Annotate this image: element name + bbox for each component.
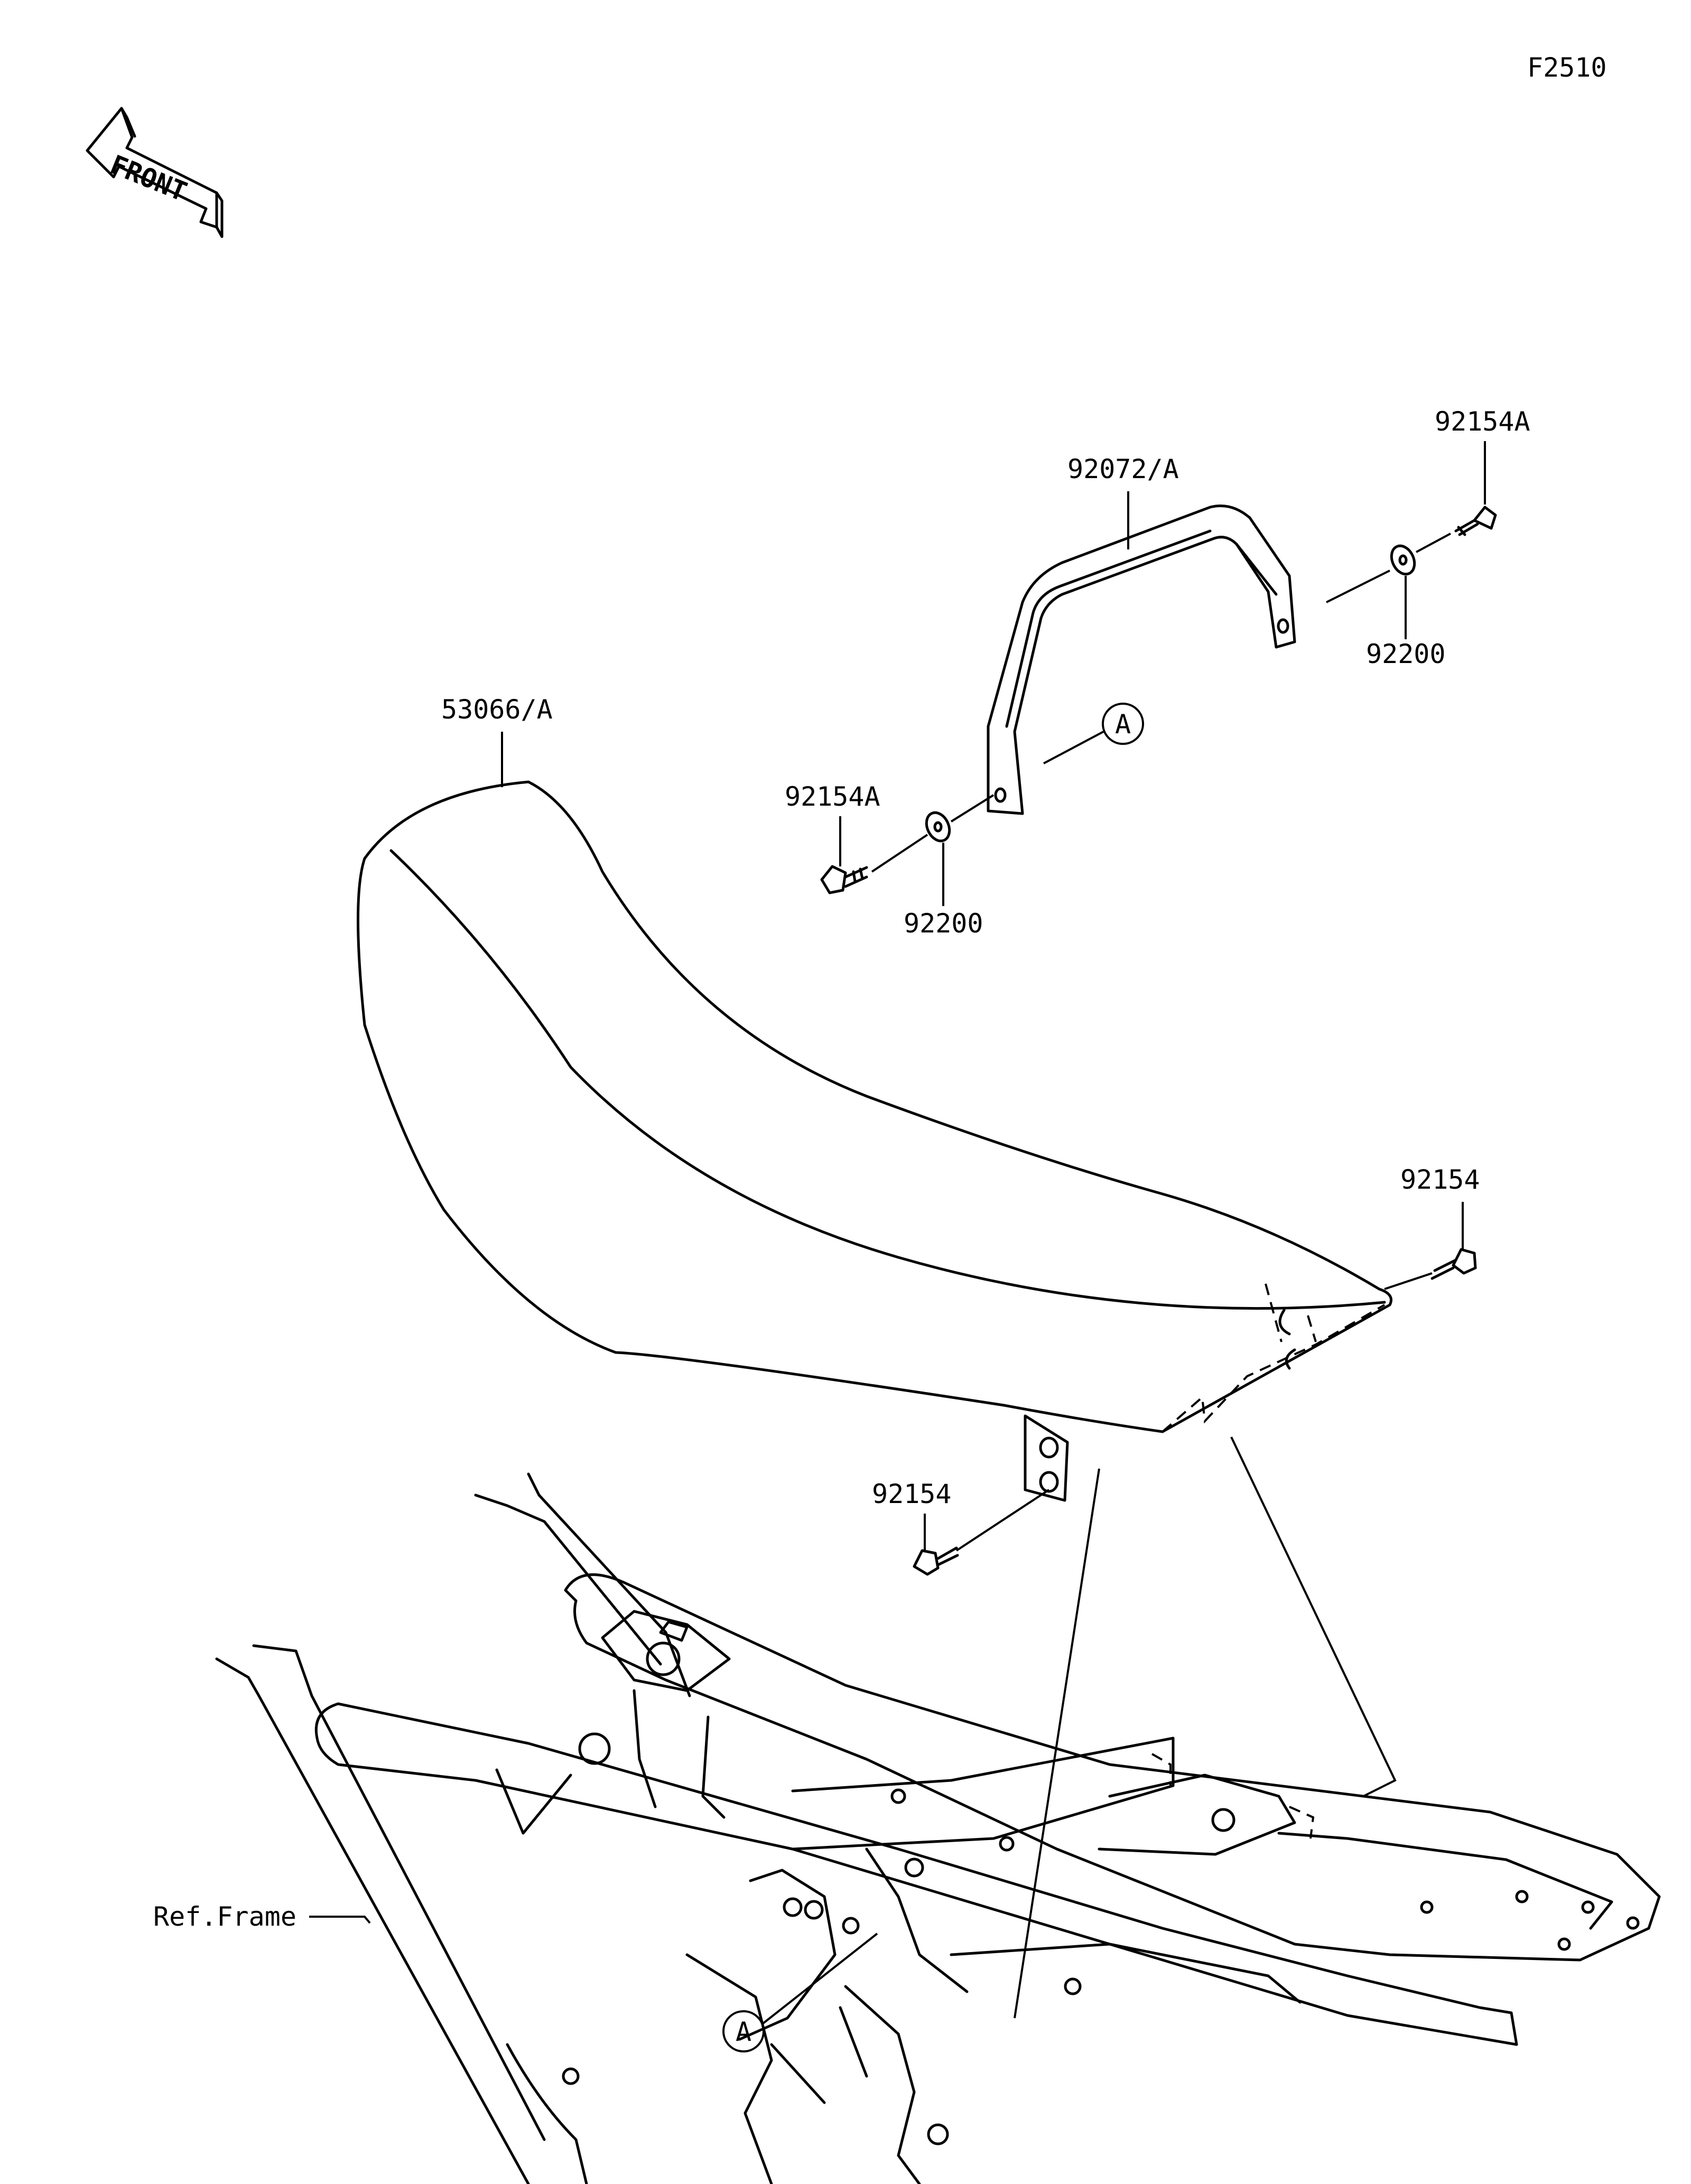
callout-grab-bar: 92072/A bbox=[1067, 454, 1179, 549]
callout-bolt-upper-right: 92154A bbox=[1435, 406, 1530, 505]
callout-frame-reference-label: Ref.Frame bbox=[153, 1901, 296, 1932]
callout-bolt-seat-bracket: 92154 bbox=[872, 1479, 952, 1551]
callout-seat-label: 53066/A bbox=[441, 694, 553, 725]
washer-upper-right bbox=[1390, 544, 1416, 576]
callout-washer-upper-right-label: 92200 bbox=[1366, 639, 1446, 669]
callout-washer-upper-right: 92200 bbox=[1366, 576, 1446, 669]
washer-left bbox=[925, 811, 951, 843]
callout-washer-left: 92200 bbox=[904, 843, 983, 939]
callout-grab-bar-label: 92072/A bbox=[1067, 454, 1179, 484]
reference-marker-a-upper-label: A bbox=[1115, 709, 1131, 740]
bolt-seat-rear bbox=[1430, 1248, 1477, 1280]
callout-bolt-left-label: 92154A bbox=[785, 781, 880, 812]
grab-bar-part bbox=[987, 505, 1296, 815]
frame-reference-part bbox=[215, 1472, 1661, 2184]
callout-bolt-seat-rear: 92154 bbox=[1400, 1164, 1480, 1249]
reference-marker-a-upper: A bbox=[1043, 703, 1144, 764]
callout-washer-left-label: 92200 bbox=[904, 908, 983, 939]
bolt-left bbox=[820, 865, 868, 894]
front-direction-arrow: FRONT bbox=[86, 107, 224, 238]
bolt-upper-right bbox=[1454, 506, 1497, 536]
callout-bolt-seat-bracket-label: 92154 bbox=[872, 1479, 952, 1509]
callout-seat: 53066/A bbox=[441, 694, 553, 787]
reference-marker-a-lower: A bbox=[722, 1933, 878, 2052]
figure-id: F2510 bbox=[1527, 52, 1607, 83]
callout-bolt-seat-rear-label: 92154 bbox=[1400, 1164, 1480, 1195]
callout-bolt-upper-right-label: 92154A bbox=[1435, 406, 1530, 437]
callout-bolt-left: 92154A bbox=[785, 781, 880, 866]
reference-marker-a-lower-label: A bbox=[736, 2017, 751, 2047]
bolt-seat-bracket bbox=[913, 1546, 959, 1576]
callout-frame-reference: Ref.Frame bbox=[153, 1901, 371, 1932]
seat-part bbox=[357, 780, 1392, 1502]
